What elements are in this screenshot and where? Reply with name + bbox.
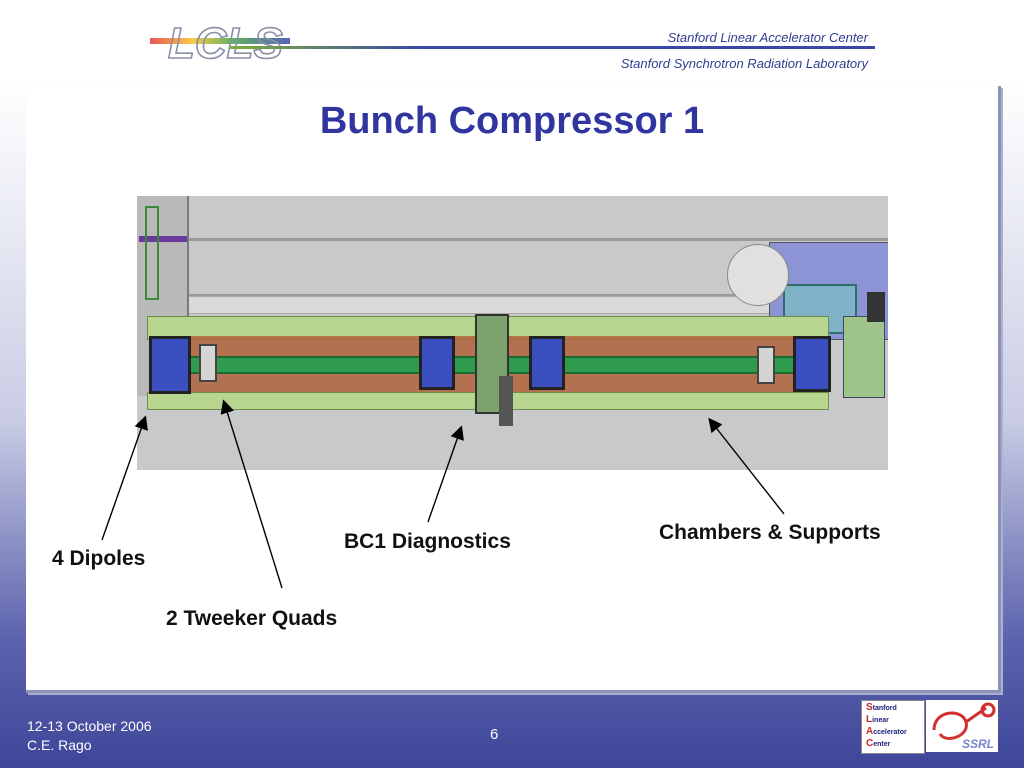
lcls-logo: LCLS: [150, 18, 290, 69]
label-dipoles: 4 Dipoles: [52, 547, 146, 570]
org-name-slac: Stanford Linear Accelerator Center: [667, 30, 868, 45]
header-bar: LCLS Stanford Linear Accelerator Center …: [0, 0, 1024, 82]
page-number: 6: [490, 726, 499, 743]
lcls-logo-text: LCLS: [168, 19, 283, 68]
header-rule: [230, 46, 875, 49]
arrow-dipoles: [101, 415, 148, 541]
slide-title: Bunch Compressor 1: [319, 100, 705, 142]
ssrl-logo-text: SSRL: [962, 737, 994, 751]
arrow-quads: [220, 399, 283, 589]
footer-author: C.E. Rago: [27, 737, 92, 753]
arrow-chambers: [708, 417, 785, 515]
footer-date: 12-13 October 2006: [27, 718, 152, 734]
slac-logo: Stanford Linear Accelerator Center: [861, 700, 925, 754]
label-bc1-diagnostics: BC1 Diagnostics: [344, 530, 511, 553]
label-chambers-supports: Chambers & Supports: [659, 521, 881, 544]
arrow-diagnostics: [427, 425, 464, 523]
ssrl-logo: SSRL: [926, 700, 998, 752]
label-tweeker-quads: 2 Tweeker Quads: [166, 607, 338, 630]
footer-info: 12-13 October 2006 C.E. Rago: [27, 717, 152, 755]
org-name-ssrl: Stanford Synchrotron Radiation Laborator…: [620, 56, 868, 71]
bc1-cad-drawing: [137, 196, 888, 470]
